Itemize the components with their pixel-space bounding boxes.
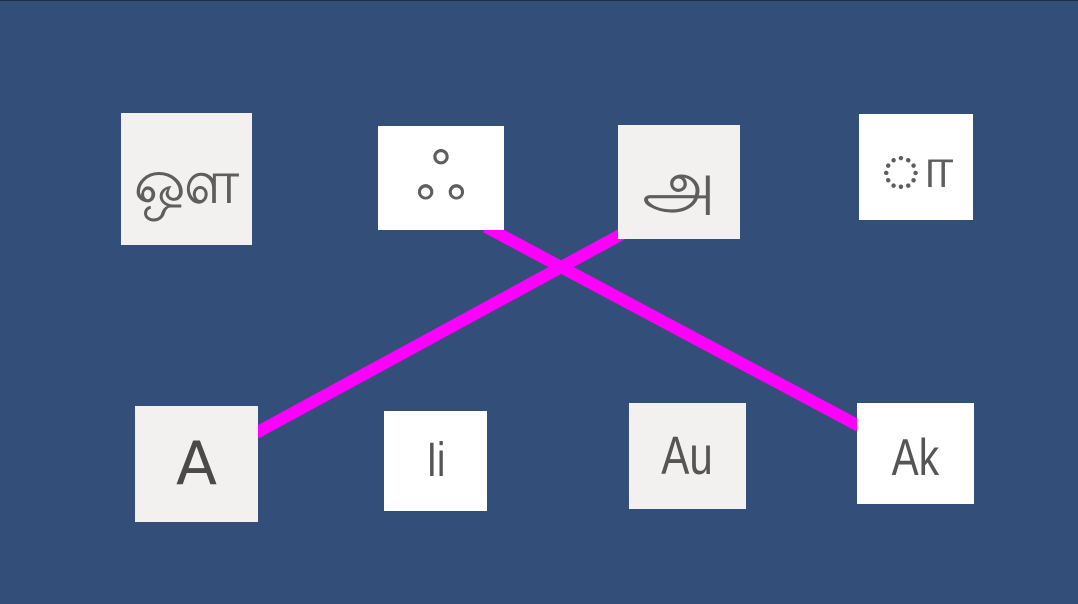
tamil-letter-aytham-card[interactable]: ஃ [378,126,504,230]
latin-ii: Ii [426,434,445,487]
tamil-letter-au: ஔ [133,145,240,218]
latin-a: A [175,429,218,499]
tamil-vowel-sign-aa: ா [878,133,954,201]
latin-au: Au [661,426,714,486]
tamil-letter-aytham: ஃ [415,141,467,215]
latin-au-card[interactable]: Au [629,403,746,509]
latin-ii-card[interactable]: Ii [384,411,487,511]
connector-line [253,228,625,439]
tamil-letter-au-card[interactable]: ஔ [121,113,252,245]
tamil-vowel-sign-aa-card[interactable]: ா [859,114,973,220]
connector-line [483,221,862,432]
latin-ak-card[interactable]: Ak [857,403,974,504]
latin-a-card[interactable]: A [135,406,258,522]
tamil-letter-a-card[interactable]: அ [618,125,740,239]
latin-ak: Ak [891,428,940,487]
tamil-letter-a: அ [642,146,716,223]
